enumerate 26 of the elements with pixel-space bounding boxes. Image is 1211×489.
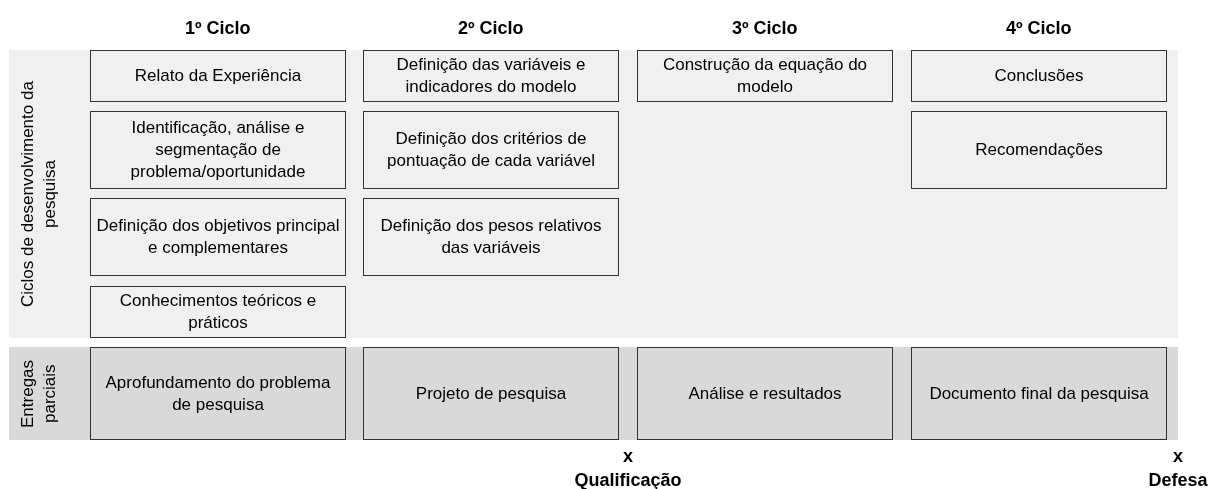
milestone-label: Qualificação xyxy=(574,470,682,489)
activity-box: Identificação, análise e segmentação de problema/oportunidade xyxy=(90,111,346,189)
activity-box: Aprofundamento do problema de pesquisa xyxy=(90,347,346,440)
activity-box: Definição das variáveis e indicadores do modelo xyxy=(363,50,619,102)
column-heading: 4º Ciclo xyxy=(1006,18,1072,39)
activity-box: Construção da equação do modelo xyxy=(637,50,893,102)
row-band xyxy=(9,347,1178,440)
row-heading: Entregas parciais xyxy=(17,358,60,430)
column-heading: 3º Ciclo xyxy=(732,18,798,39)
row-band xyxy=(9,50,1178,338)
activity-box: Conhecimentos teóricos e práticos xyxy=(90,286,346,338)
activity-box: Recomendações xyxy=(911,111,1167,189)
milestone-mark: x xyxy=(1173,446,1183,467)
milestone-label: Defesa xyxy=(1148,470,1208,489)
row-heading: Ciclos de desenvolvimento da pesquisa xyxy=(17,80,60,309)
column-heading: 1º Ciclo xyxy=(185,18,251,39)
activity-box: Análise e resultados xyxy=(637,347,893,440)
milestone-mark: x xyxy=(623,446,633,467)
activity-box: Relato da Experiência xyxy=(90,50,346,102)
activity-box: Definição dos pesos relativos das variáveis xyxy=(363,198,619,276)
activity-box: Conclusões xyxy=(911,50,1167,102)
activity-box: Definição dos objetivos principal e complementares xyxy=(90,198,346,276)
activity-box: Documento final da pesquisa xyxy=(911,347,1167,440)
activity-box: Definição dos critérios de pontuação de cada variável xyxy=(363,111,619,189)
column-heading: 2º Ciclo xyxy=(458,18,524,39)
activity-box: Projeto de pesquisa xyxy=(363,347,619,440)
